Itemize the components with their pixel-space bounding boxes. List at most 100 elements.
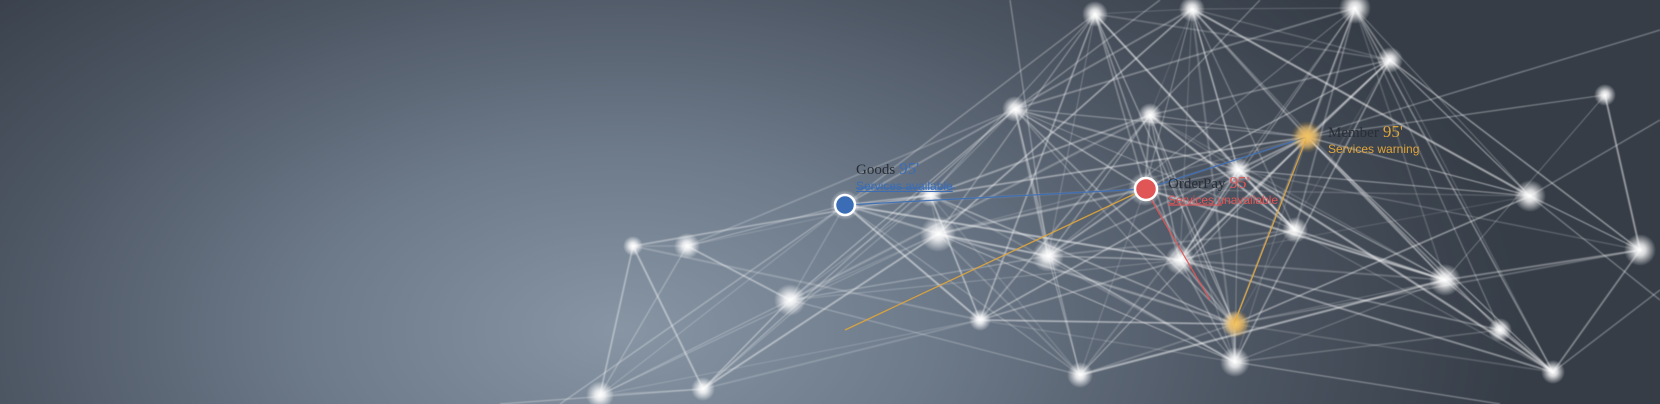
mesh-link-62 — [1047, 7, 1356, 257]
mesh-link-149 — [1179, 195, 1531, 261]
mesh-link-147 — [1389, 59, 1531, 197]
mesh-link-146 — [1354, 7, 1501, 331]
mesh-node-13 — [1225, 157, 1251, 183]
link-member-down — [1233, 136, 1308, 325]
mesh-link-7 — [686, 108, 1016, 247]
mesh-link-12 — [702, 108, 1016, 390]
mesh-link-55 — [1047, 13, 1096, 257]
mesh-node-27 — [586, 381, 614, 404]
mesh-link-69 — [1094, 13, 1235, 325]
mesh-link-11 — [702, 233, 939, 390]
mesh-link-44 — [599, 233, 939, 396]
mesh-link-116 — [1179, 169, 1239, 261]
mesh-link-60 — [1047, 255, 1236, 363]
mesh-link-40 — [937, 8, 1193, 235]
mesh-link-114 — [1237, 169, 1296, 231]
mesh-node-1 — [674, 233, 700, 259]
mesh-link-122 — [1179, 259, 1236, 363]
mesh-node-26 — [1624, 234, 1656, 266]
mesh-node-19 — [1541, 360, 1565, 384]
mesh-link-24 — [599, 204, 846, 396]
mesh-link-65 — [1047, 255, 1181, 261]
mesh-link-78 — [1149, 114, 1308, 138]
mesh-link-148 — [1529, 195, 1641, 251]
mesh-link-129 — [979, 136, 1308, 321]
mesh-link-137 — [1233, 59, 1391, 325]
mesh-link-162 — [979, 259, 1181, 321]
mesh-link-163 — [1179, 229, 1296, 261]
mesh-link-165 — [789, 259, 1181, 301]
mesh-link-131 — [1306, 136, 1501, 331]
mesh-link-34 — [929, 194, 981, 321]
mesh-node-9 — [1138, 103, 1162, 127]
mesh-link-52 — [1014, 7, 1356, 110]
mesh-node-17 — [1339, 0, 1371, 24]
mesh-link-51 — [1014, 108, 1235, 325]
mesh-link-63 — [1047, 229, 1296, 257]
service-status-goods: Services available — [856, 179, 953, 193]
mesh-link-84 — [1149, 59, 1391, 116]
mesh-link-70 — [979, 13, 1096, 321]
mesh-ray-1 — [1149, 0, 1261, 116]
mesh-link-140 — [1354, 7, 1531, 197]
mesh-link-106 — [1191, 8, 1391, 61]
service-name-orderpay: OrderPay — [1168, 176, 1226, 192]
mesh-link-77 — [1149, 114, 1236, 363]
mesh-link-159 — [1444, 249, 1641, 281]
mesh-ray-3 — [1529, 195, 1660, 301]
mesh-link-76 — [1149, 114, 1239, 171]
mesh-link-30 — [929, 194, 1081, 376]
mesh-link-17 — [844, 13, 1096, 206]
service-node-orderpay[interactable] — [1133, 176, 1159, 202]
mesh-link-142 — [1354, 7, 1446, 281]
mesh-link-127 — [1306, 94, 1606, 138]
mesh-link-93 — [1144, 59, 1391, 190]
mesh-link-14 — [702, 299, 791, 390]
mesh-link-5 — [686, 204, 846, 247]
mesh-node-29 — [1488, 318, 1512, 342]
mesh-link-125 — [1306, 136, 1531, 197]
mesh-node-21 — [1429, 264, 1461, 296]
mesh-link-158 — [1294, 229, 1446, 281]
mesh-link-46 — [1014, 108, 1146, 190]
mesh-link-58 — [1047, 255, 1081, 376]
mesh-link-168 — [1179, 259, 1501, 331]
service-node-goods[interactable] — [833, 193, 857, 217]
service-score-goods: 95' — [899, 159, 920, 178]
mesh-node-0 — [623, 236, 643, 256]
mesh-link-57 — [1047, 188, 1146, 257]
mesh-link-23 — [789, 204, 846, 301]
mesh-link-29 — [929, 114, 1151, 196]
service-status-orderpay: Services unavailable — [1168, 193, 1279, 207]
service-name-goods: Goods — [856, 162, 896, 178]
mesh-node-22 — [969, 309, 991, 331]
mesh-link-67 — [1094, 8, 1193, 15]
mesh-link-81 — [979, 114, 1151, 321]
mesh-ray-0 — [1009, 0, 1049, 257]
mesh-link-105 — [1191, 8, 1296, 231]
mesh-link-152 — [1389, 59, 1554, 373]
mesh-node-2 — [691, 377, 715, 401]
service-node-member[interactable] — [1291, 121, 1323, 153]
mesh-node-23 — [1282, 217, 1308, 243]
mesh-ray-8 — [1306, 29, 1660, 138]
mesh-node-25 — [1377, 47, 1403, 73]
mesh-link-9 — [599, 245, 688, 396]
mesh-link-143 — [1294, 7, 1356, 231]
mesh-link-154 — [1179, 259, 1554, 373]
mesh-link-27 — [929, 108, 1016, 196]
mesh-link-1 — [632, 245, 704, 390]
mesh-link-19 — [844, 204, 1081, 376]
mesh-link-98 — [789, 299, 1081, 376]
mesh-node-20 — [1594, 84, 1616, 106]
link-orderpay-warning-ray — [844, 188, 1146, 331]
mesh-link-157 — [1604, 94, 1641, 251]
mesh-ray-7 — [1234, 361, 1501, 404]
mesh-link-115 — [1237, 169, 1641, 251]
service-name-member: Member — [1328, 125, 1379, 141]
mesh-node-28 — [1165, 245, 1195, 275]
mesh-link-111 — [1237, 169, 1531, 197]
